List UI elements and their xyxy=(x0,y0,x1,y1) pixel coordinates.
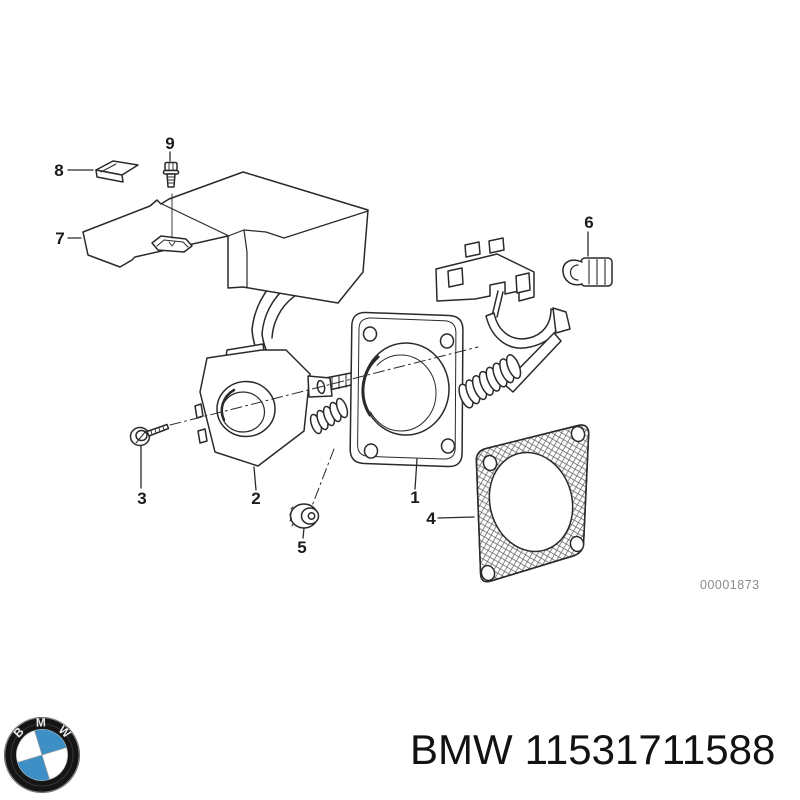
screw-drawing xyxy=(162,161,180,188)
callout-8: 8 xyxy=(54,161,63,180)
cap-drawing xyxy=(95,160,139,183)
callout-3: 3 xyxy=(137,489,146,508)
bmw-logo-quadrants xyxy=(16,729,68,781)
part-number-text: 11531711588 xyxy=(524,726,776,773)
logo-letter-m: M xyxy=(36,715,46,729)
callout-5: 5 xyxy=(297,538,306,557)
exploded-parts-diagram: 8 9 7 6 3 2 1 4 5 00001873 xyxy=(54,134,760,592)
callout-1: 1 xyxy=(410,488,419,507)
brand-text: BMW xyxy=(410,726,513,773)
callout-6: 6 xyxy=(584,213,593,232)
callout-7: 7 xyxy=(55,229,64,248)
gasket-drawing xyxy=(475,424,590,583)
throttle-position-sensor-drawing xyxy=(194,343,333,467)
callout-2: 2 xyxy=(251,489,260,508)
bolt-drawing xyxy=(129,423,170,447)
drawing-id: 00001873 xyxy=(700,578,760,592)
nut-drawing xyxy=(289,503,320,529)
callout-leader-lines xyxy=(67,151,589,539)
cable-bracket-drawing xyxy=(435,237,535,318)
throttle-body-flange-drawing xyxy=(349,311,464,468)
callout-4: 4 xyxy=(426,509,436,528)
return-spring-drawing xyxy=(458,354,522,409)
centerline xyxy=(169,346,479,507)
bmw-logo: B M W xyxy=(3,712,83,798)
cable-clip-drawing xyxy=(562,257,613,287)
cover-drawing xyxy=(82,171,369,304)
callout-9: 9 xyxy=(165,134,174,153)
